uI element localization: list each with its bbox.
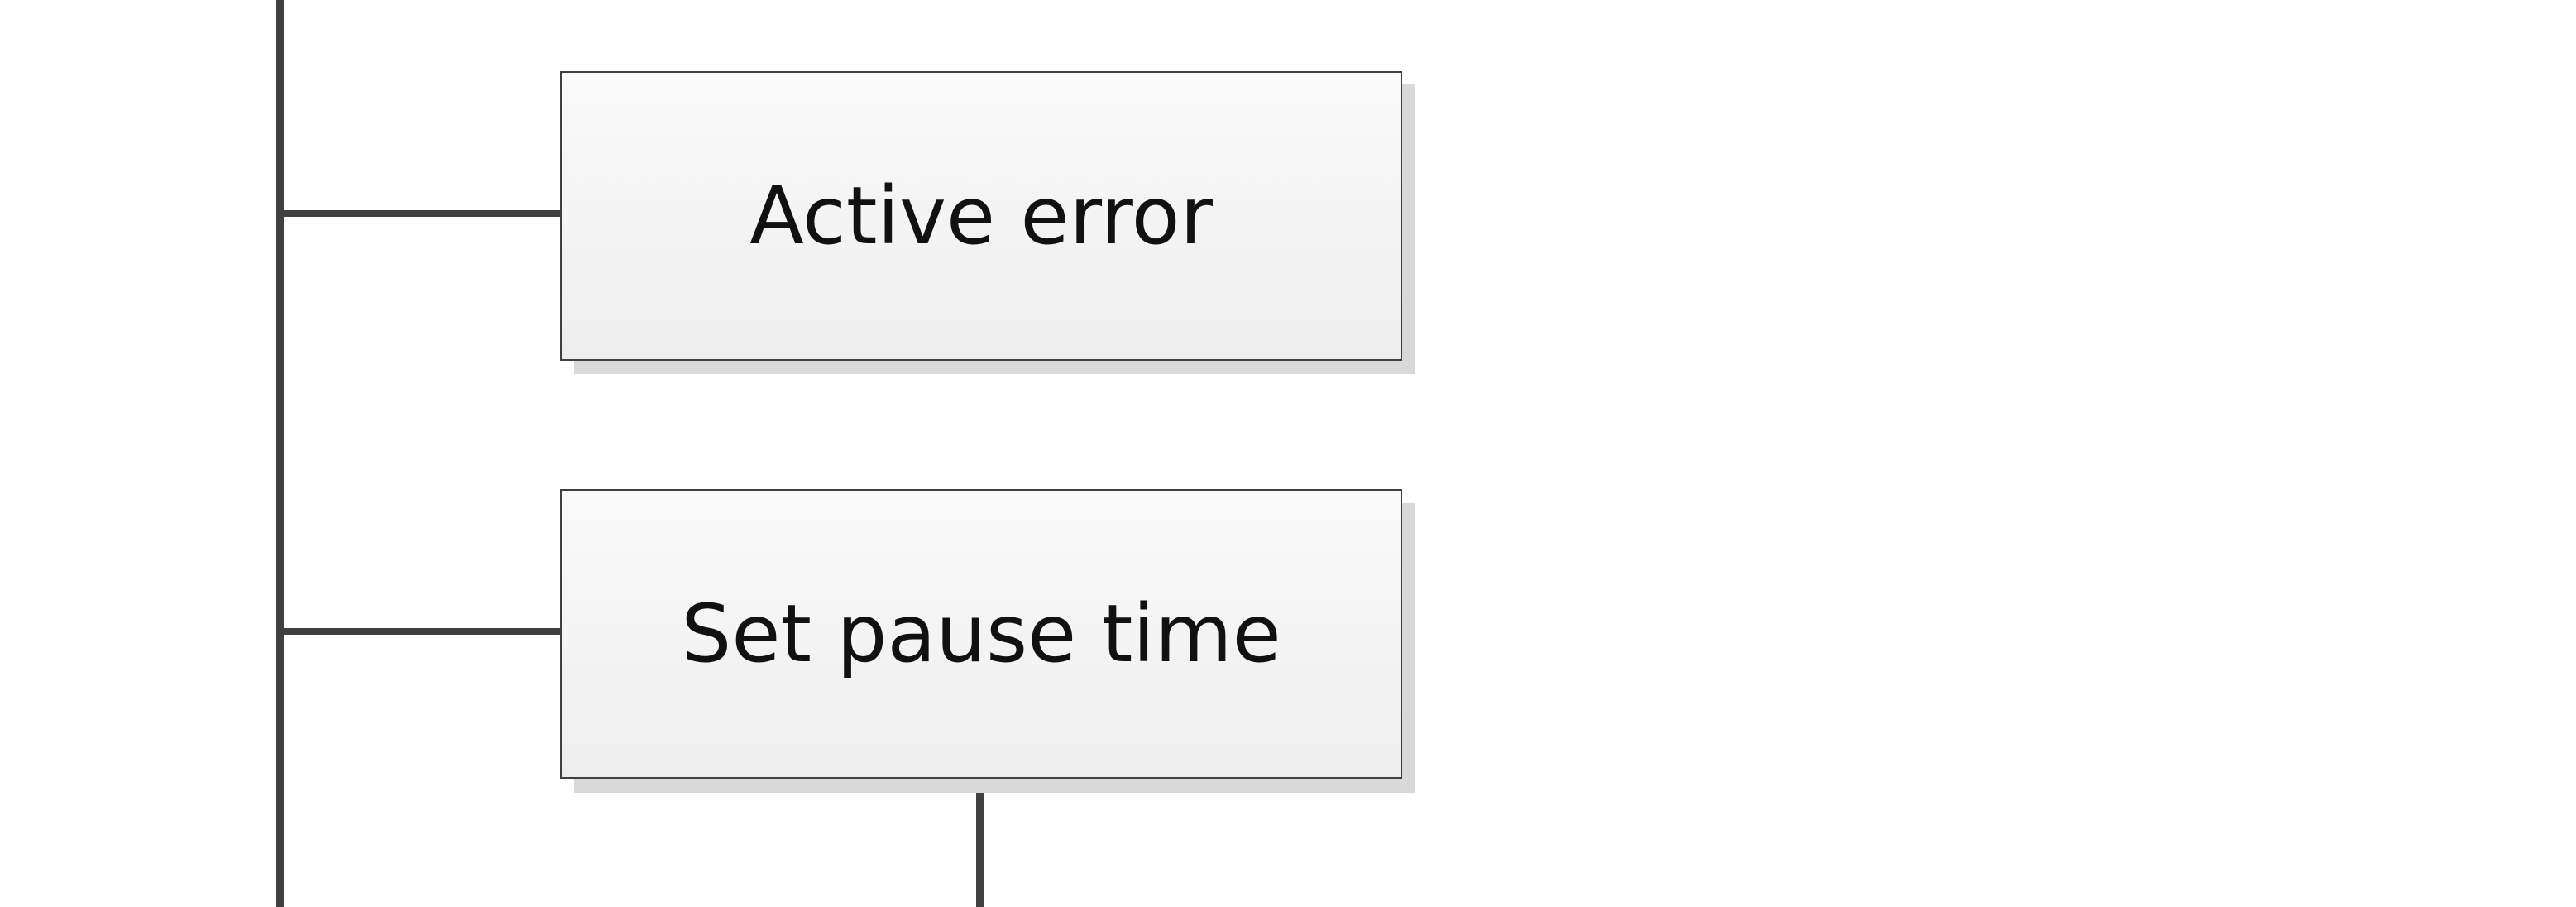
branch-connector-active-error <box>276 210 562 217</box>
branch-connector-set-pause-time <box>276 628 562 635</box>
node-label-set-pause-time: Set pause time <box>681 588 1281 680</box>
node-label-active-error: Active error <box>749 170 1213 262</box>
main-vertical-connector <box>276 0 284 907</box>
node-set-pause-time: Set pause time <box>560 489 1402 779</box>
downward-connector-set-pause-time <box>976 775 984 907</box>
node-active-error: Active error <box>560 71 1402 361</box>
